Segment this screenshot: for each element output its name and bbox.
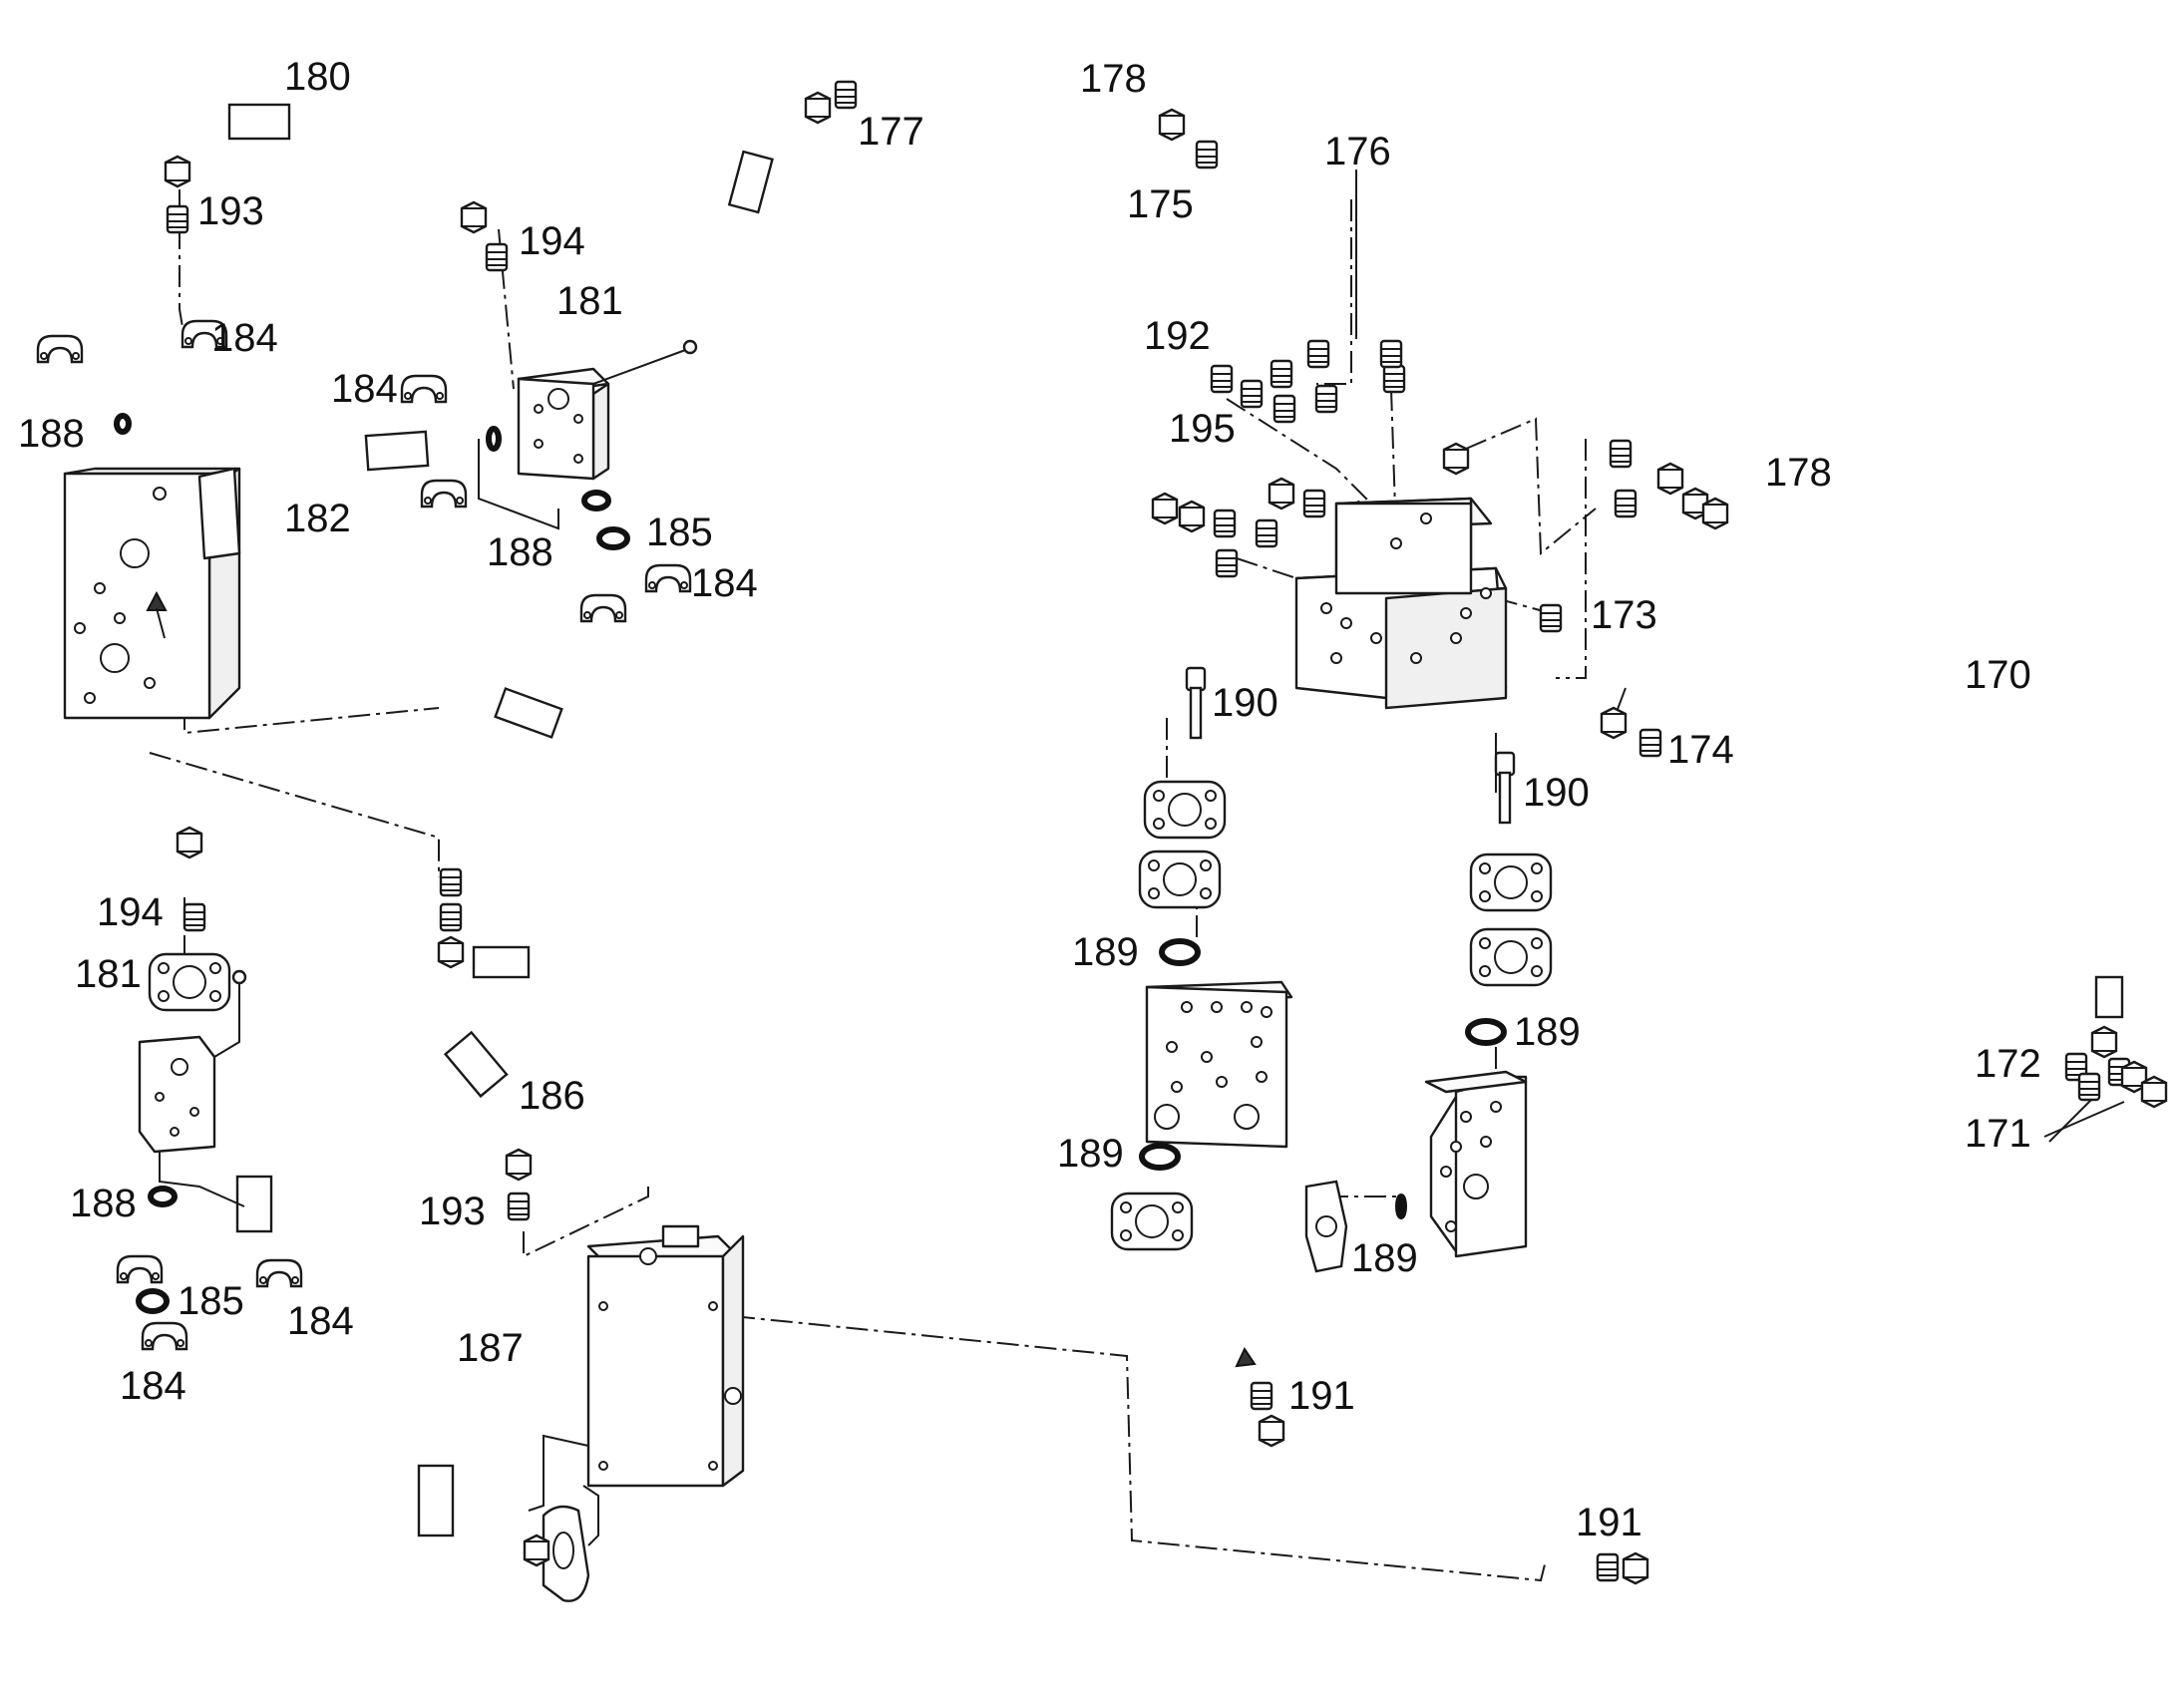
label-173: 173: [1591, 593, 1657, 637]
flange-181: [148, 952, 231, 1012]
o-rings: [114, 413, 1507, 1314]
flange-190-b: [1138, 850, 1222, 909]
label-189-c: 189: [1057, 1132, 1124, 1176]
label-191-b: 191: [1576, 1501, 1642, 1544]
hose-176-left: [1242, 115, 1328, 386]
label-185-top: 185: [646, 511, 713, 554]
label-178-right: 178: [1765, 451, 1832, 495]
flange-side-189: [1304, 1180, 1348, 1273]
callout-labels: 180 193 184 188 182 184 194 181 188 185 …: [18, 55, 2041, 1544]
label-187: 187: [457, 1326, 524, 1370]
label-171: 171: [1965, 1112, 2031, 1156]
label-180: 180: [284, 55, 351, 99]
label-170: 170: [1965, 653, 2031, 697]
direction-arrows: [146, 590, 1257, 1368]
half-clamp-184-h: [255, 1258, 303, 1288]
hose-170: [1597, 627, 2121, 1015]
label-191-a: 191: [1288, 1374, 1355, 1418]
valve-181-bottom: [138, 969, 247, 1154]
valve-block-upper-right: [1294, 497, 1508, 710]
hose-186: [175, 791, 534, 1172]
label-189-a: 189: [1072, 930, 1139, 974]
label-194-bottom: 194: [97, 890, 164, 934]
label-174: 174: [1667, 728, 1734, 772]
label-189-b: 189: [1514, 1010, 1581, 1054]
label-184-c: 184: [691, 561, 758, 605]
valve-181-top: [517, 339, 698, 481]
hose-182: [89, 239, 469, 466]
label-190-b: 190: [1523, 771, 1590, 815]
valve-block-bottom: [586, 1224, 745, 1488]
label-189-d: 189: [1351, 1236, 1418, 1280]
label-195: 195: [1169, 407, 1236, 451]
valve-block-right: [1424, 1070, 1528, 1258]
label-192: 192: [1144, 314, 1211, 358]
label-181-top: 181: [556, 279, 623, 323]
half-clamp-184-e: [579, 593, 627, 623]
half-clamp-184-g: [116, 1254, 164, 1284]
flange-190-a: [1143, 780, 1227, 840]
label-182: 182: [284, 497, 351, 540]
label-177: 177: [858, 110, 924, 154]
flange-block-187: [542, 1505, 590, 1602]
valve-block-left: [63, 467, 241, 720]
hose-191-lower: [1619, 1090, 2161, 1682]
flange-189-a: [1110, 1192, 1194, 1251]
half-clamp-184-c: [400, 374, 448, 404]
screw-190-a: [1185, 666, 1207, 740]
hose-178: [1154, 46, 1755, 521]
label-176: 176: [1324, 130, 1391, 173]
label-181-bottom: 181: [75, 952, 142, 996]
hose-180: [163, 44, 489, 229]
label-193-top: 193: [197, 189, 264, 233]
label-193-bottom: 193: [419, 1190, 486, 1233]
label-188-a: 188: [18, 412, 85, 456]
half-clamp-184-d: [420, 479, 468, 509]
label-190-a: 190: [1212, 681, 1278, 725]
label-184-b: 184: [331, 367, 398, 411]
valve-block-center: [1145, 980, 1293, 1149]
hose-sleeves: [227, 103, 2124, 1537]
label-178-top: 178: [1080, 57, 1147, 101]
label-184-e: 184: [120, 1364, 186, 1408]
label-188-c: 188: [70, 1182, 137, 1225]
hose-176-right: [1384, 195, 1460, 456]
half-clamp-184-a: [36, 334, 84, 364]
hose-195: [441, 525, 1166, 975]
label-172: 172: [1975, 1042, 2041, 1086]
label-185-bottom: 185: [178, 1279, 244, 1323]
half-clamp-184-i: [141, 1321, 188, 1351]
label-194-top: 194: [519, 219, 585, 263]
label-184-d: 184: [287, 1299, 354, 1343]
label-184-a: 184: [211, 316, 278, 360]
flange-190-d: [1469, 927, 1553, 987]
hose-195b: [438, 527, 1197, 892]
label-175: 175: [1127, 182, 1194, 226]
hose-191-upper: [1274, 1085, 2141, 1592]
label-188-b: 188: [487, 530, 553, 574]
flange-190-c: [1469, 853, 1553, 912]
screw-190-b: [1494, 751, 1516, 825]
half-clamp-184-f: [644, 563, 692, 593]
label-186: 186: [519, 1074, 585, 1118]
